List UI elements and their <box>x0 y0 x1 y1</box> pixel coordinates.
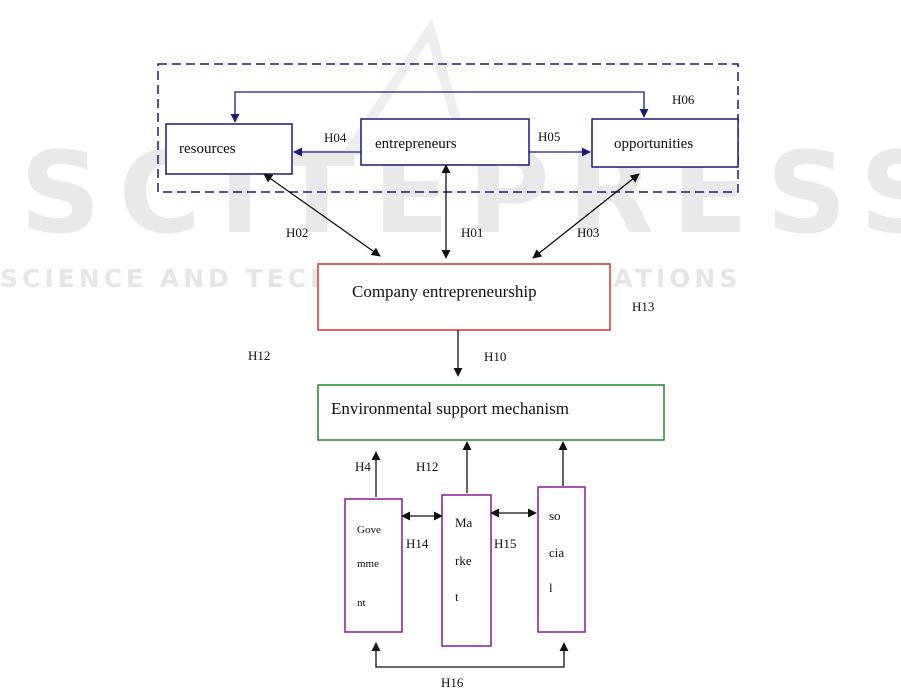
label-h4: H4 <box>355 459 371 474</box>
entrepreneurs-label: entrepreneurs <box>375 136 457 152</box>
label-h10: H10 <box>484 349 506 364</box>
label-h15: H15 <box>494 536 516 551</box>
market-node: Ma rke t <box>442 495 491 646</box>
label-h14: H14 <box>406 536 429 551</box>
label-h04: H04 <box>324 130 347 145</box>
social-label-line-1: so <box>549 508 561 523</box>
social-label-line-3: l <box>549 580 553 595</box>
label-h02: H02 <box>286 225 308 240</box>
label-h12-market: H12 <box>416 459 438 474</box>
government-label-line-3: nt <box>357 597 366 609</box>
opportunities-label: opportunities <box>614 136 693 152</box>
resources-label: resources <box>179 141 236 157</box>
label-h13: H13 <box>632 299 654 314</box>
market-label-line-1: Ma <box>455 515 473 530</box>
arrow-h06 <box>235 92 644 122</box>
company-entrepreneurship-label: Company entrepreneurship <box>352 282 537 301</box>
social-node: so cia l <box>538 487 585 632</box>
label-h01: H01 <box>461 225 483 240</box>
resources-node: resources <box>166 124 292 174</box>
entrepreneurs-node: entrepreneurs <box>361 119 529 165</box>
opportunities-node: opportunities <box>592 119 738 167</box>
social-label-line-2: cia <box>549 545 564 560</box>
government-label-line-2: mme <box>357 558 379 570</box>
company-entrepreneurship-node: Company entrepreneurship <box>318 264 610 330</box>
environmental-support-node: Environmental support mechanism <box>318 385 664 440</box>
label-h12-left: H12 <box>248 348 270 363</box>
market-label-line-3: t <box>455 589 459 604</box>
label-h03: H03 <box>577 225 599 240</box>
label-h16: H16 <box>441 675 464 690</box>
market-label-line-2: rke <box>455 553 472 568</box>
government-node: Gove mme nt <box>345 499 402 632</box>
label-h06: H06 <box>672 92 695 107</box>
environmental-support-label: Environmental support mechanism <box>331 399 569 418</box>
label-h05: H05 <box>538 129 560 144</box>
government-label-line-1: Gove <box>357 524 381 536</box>
